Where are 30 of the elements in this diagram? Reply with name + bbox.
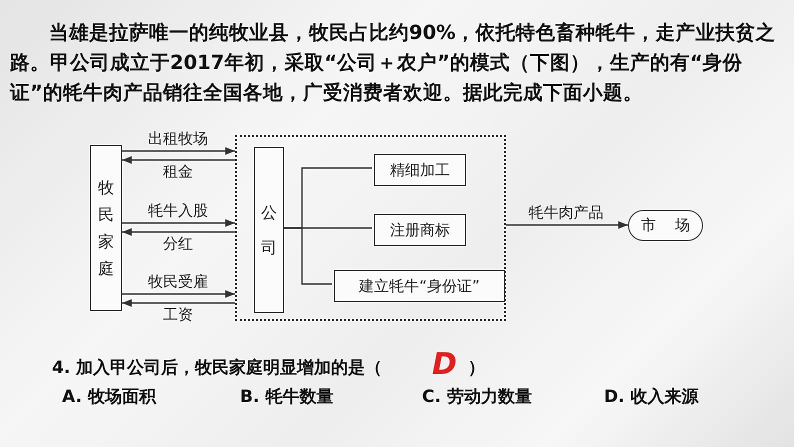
paragraph: 当雄是拉萨唯一的纯牧业县，牧民占比约90%，依托特色畜种牦牛，走产业扶贫之路。甲公司成立于2017年初，采取“公司＋农户”的模式（下图），生产的有“身份证”的牦牛肉产品销往全国各地，广受消费者欢迎。据此完成下面小题。 <box>10 20 777 106</box>
arrow <box>122 219 235 227</box>
edge-label: 牧民受雇 <box>148 272 208 292</box>
process-box: 注册商标 <box>374 214 466 246</box>
terminal-box: 市 场 <box>628 210 703 241</box>
answer-option: D. 收入来源 <box>604 385 698 408</box>
answer-option: A. 牧场面积 <box>62 385 156 408</box>
answer-option: C. 劳动力数量 <box>422 385 532 408</box>
edge-label: 租金 <box>163 162 193 182</box>
answer-option: B. 牦牛数量 <box>240 385 334 408</box>
connector-line <box>282 227 332 285</box>
vertical-box: 牧民家庭 <box>90 145 122 311</box>
process-box: 建立牦牛“身份证” <box>334 270 505 302</box>
arrow <box>122 156 235 164</box>
arrow <box>122 147 235 155</box>
dotted-container <box>235 135 506 321</box>
handwritten-answer: D <box>432 348 457 382</box>
question-text: 4. 加入甲公司后，牧民家庭明显增加的是（ <box>52 357 382 379</box>
arrow <box>122 299 235 307</box>
arrow <box>122 290 235 298</box>
edge-label: 出租牧场 <box>148 130 208 148</box>
vertical-box: 公司 <box>254 147 284 313</box>
bracket-text: ） <box>468 357 485 379</box>
edge-label: 分红 <box>163 234 193 254</box>
edge-label: 牦牛入股 <box>148 202 208 220</box>
edge-label: 工资 <box>163 306 193 324</box>
arrow <box>506 221 628 229</box>
edge-label: 牦牛肉产品 <box>528 204 604 222</box>
arrow <box>122 228 235 236</box>
process-box: 精细加工 <box>374 154 466 186</box>
